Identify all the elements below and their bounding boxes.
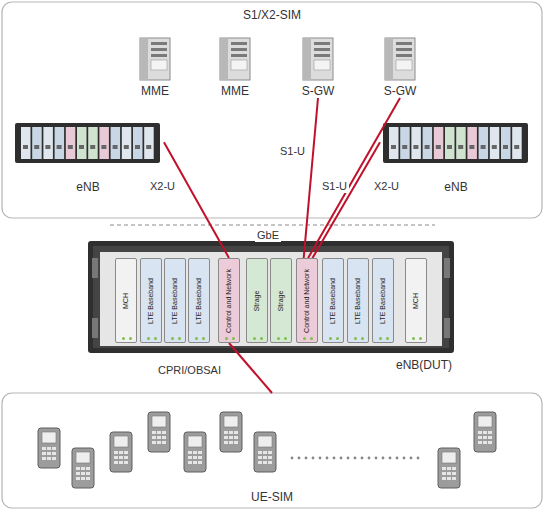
- card-label: MCH: [412, 293, 420, 309]
- board-card: LTE Baseband: [322, 258, 344, 343]
- node-label: MME: [221, 84, 249, 98]
- dut-chassis: eNB(DUT) MCH LTE Baseband LTE Baseband LTE B…: [88, 241, 454, 372]
- status-led: [122, 337, 125, 340]
- node-label: MME: [141, 84, 169, 98]
- ue-phones: [38, 412, 496, 488]
- board-card: LTE Baseband: [164, 258, 186, 343]
- status-led: [310, 337, 313, 340]
- card-label: Control and Network: [303, 269, 311, 333]
- network-label: GbE: [255, 229, 281, 242]
- card-label: MCH: [122, 293, 130, 309]
- status-led: [260, 337, 263, 340]
- status-led: [412, 337, 415, 340]
- board-card: MCH: [405, 258, 427, 343]
- node-label: S-GW: [302, 84, 335, 98]
- board-card: Control and Network: [296, 258, 318, 343]
- node-label: UE-SIM: [251, 490, 293, 504]
- node-label: S-GW: [384, 84, 417, 98]
- server-icon: [220, 38, 250, 80]
- server-icon: [303, 38, 333, 80]
- board-card: LTE Baseband: [140, 258, 162, 343]
- status-led: [419, 337, 422, 340]
- card-label: LTE Baseband: [354, 278, 362, 324]
- ue-region: [2, 393, 542, 508]
- link-label: S1-U: [278, 145, 307, 158]
- card-label: Strage: [277, 290, 285, 311]
- status-led: [336, 337, 339, 340]
- enb-rack: eNB: [12, 120, 164, 194]
- node-label: eNB(DUT): [396, 358, 452, 372]
- server-icon: [140, 38, 170, 80]
- node-label: eNB: [444, 180, 467, 194]
- board-card: LTE Baseband: [188, 258, 210, 343]
- card-label: LTE Baseband: [171, 278, 179, 324]
- card-label: Control and Network: [225, 269, 233, 333]
- server-icon: [385, 38, 415, 80]
- status-led: [171, 337, 174, 340]
- ellipsis-dots: [291, 457, 420, 460]
- status-led: [147, 337, 150, 340]
- status-led: [379, 337, 382, 340]
- board-card: Strage: [246, 258, 268, 343]
- node-label: eNB: [76, 180, 99, 194]
- link-label: S1-U: [320, 180, 349, 193]
- status-led: [195, 337, 198, 340]
- status-led: [129, 337, 132, 340]
- server-node: MME: [133, 36, 177, 98]
- link-line: [308, 98, 400, 258]
- link-line: [304, 98, 318, 258]
- server-node: S-GW: [296, 36, 340, 98]
- server-node: S-GW: [378, 36, 422, 98]
- board-card: Control and Network: [218, 258, 240, 343]
- status-led: [154, 337, 157, 340]
- card-label: Strage: [253, 290, 261, 311]
- status-led: [225, 337, 228, 340]
- status-led: [361, 337, 364, 340]
- link-line: [164, 142, 229, 258]
- node-label: S1/X2-SIM: [243, 8, 301, 22]
- gbe-dashed-line: [110, 225, 435, 226]
- card-label: LTE Baseband: [329, 278, 337, 324]
- link-line: [313, 142, 381, 258]
- link-label: X2-U: [372, 180, 401, 193]
- enb-rack: eNB: [380, 120, 532, 194]
- rack-icons: [15, 123, 528, 163]
- status-led: [329, 337, 332, 340]
- ue-sim-region: UE-SIM: [2, 393, 542, 508]
- link-label: X2-U: [148, 180, 177, 193]
- status-led: [386, 337, 389, 340]
- board-card: LTE Baseband: [372, 258, 394, 343]
- status-led: [232, 337, 235, 340]
- card-label: LTE Baseband: [147, 278, 155, 324]
- status-led: [303, 337, 306, 340]
- link-label: CPRI/OBSAI: [156, 364, 223, 377]
- server-node: MME: [213, 36, 257, 98]
- status-led: [354, 337, 357, 340]
- board-card: Strage: [270, 258, 292, 343]
- status-led: [277, 337, 280, 340]
- link-line: [229, 343, 272, 393]
- card-label: LTE Baseband: [379, 278, 387, 324]
- chassis: [88, 241, 454, 353]
- board-card: LTE Baseband: [347, 258, 369, 343]
- status-led: [284, 337, 287, 340]
- sim-region: [2, 2, 542, 218]
- status-led: [253, 337, 256, 340]
- status-led: [202, 337, 205, 340]
- card-label: LTE Baseband: [195, 278, 203, 324]
- simulator-region: S1/X2-SIM MME MME S-GW S-GW eNB eNB: [2, 2, 542, 218]
- board-card: MCH: [115, 258, 137, 343]
- status-led: [178, 337, 181, 340]
